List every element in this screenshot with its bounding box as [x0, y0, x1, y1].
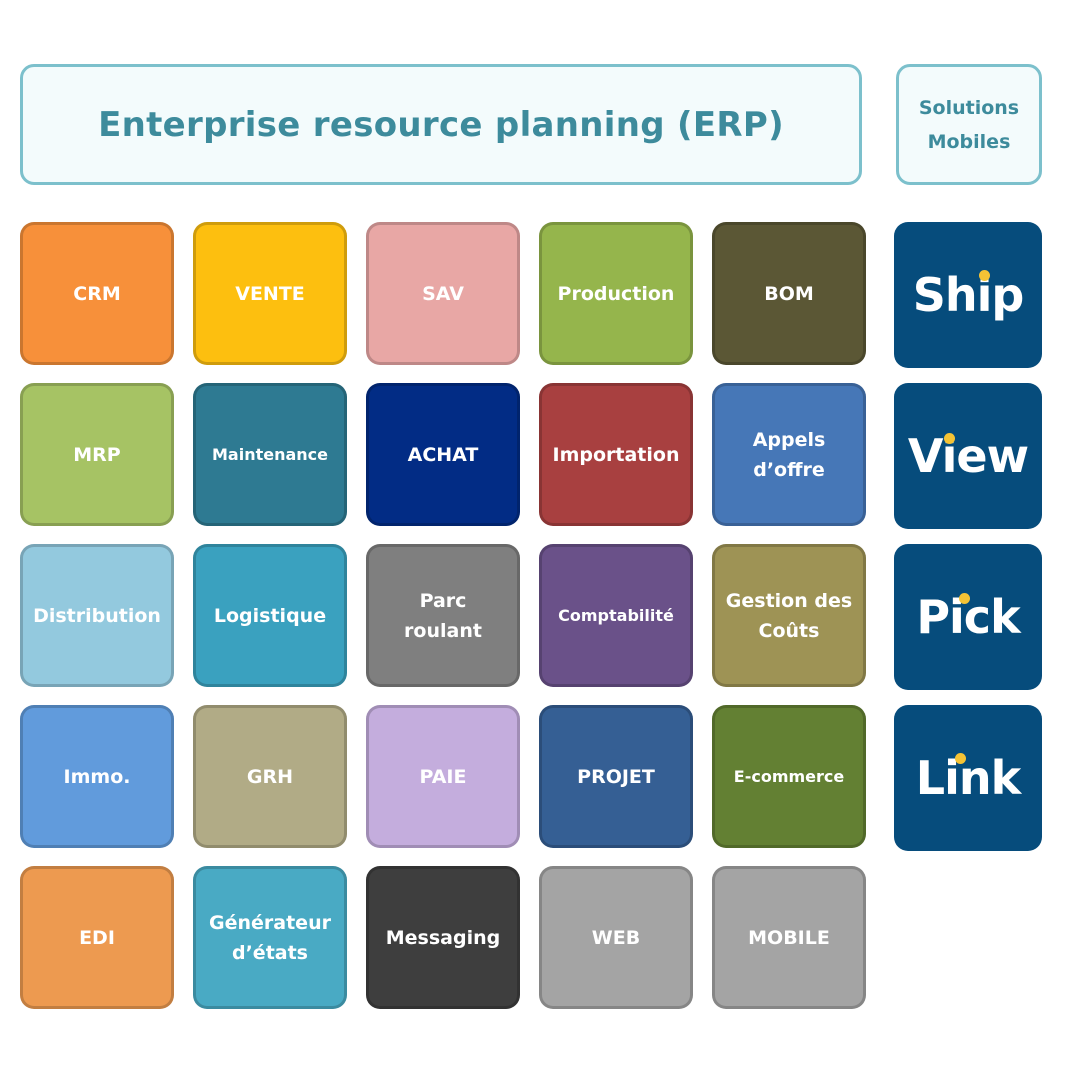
accent-dot-icon: [943, 433, 955, 444]
mobile-solutions-line2: Mobiles: [927, 130, 1011, 153]
module-tile[interactable]: E-commerce: [712, 705, 866, 848]
erp-module-grid: CRM VENTE SAV Production BOM MRP Maintenance AC…: [20, 222, 866, 1009]
module-tile[interactable]: CRM: [20, 222, 174, 365]
module-tile[interactable]: GRH: [193, 705, 347, 848]
module-label: E-commerce: [733, 766, 845, 786]
module-label: Production: [557, 282, 675, 305]
mobile-solutions-header: Solutions Mobiles: [896, 64, 1042, 185]
app-tile-link[interactable]: Link: [894, 705, 1042, 851]
module-tile[interactable]: Générateur d’états: [193, 866, 347, 1009]
module-label: Comptabilité: [558, 605, 674, 625]
app-label: Ship: [912, 268, 1025, 322]
module-tile[interactable]: BOM: [712, 222, 866, 365]
module-label: ACHAT: [407, 443, 479, 466]
module-label: SAV: [422, 282, 464, 305]
module-tile[interactable]: Maintenance: [193, 383, 347, 526]
module-label: Gestion des Coûts: [725, 589, 853, 642]
module-tile[interactable]: MOBILE: [712, 866, 866, 1009]
module-label: Parc roulant: [404, 589, 482, 642]
app-logo-text: View: [907, 429, 1029, 483]
module-tile[interactable]: SAV: [366, 222, 520, 365]
module-label: Appels d’offre: [752, 428, 826, 481]
accent-dot-icon: [959, 593, 971, 604]
module-tile[interactable]: Production: [539, 222, 693, 365]
module-tile[interactable]: Immo.: [20, 705, 174, 848]
module-label: GRH: [246, 765, 294, 788]
app-label: Link: [915, 751, 1021, 805]
accent-dot-icon: [954, 753, 966, 764]
app-logo-text: Pick: [916, 590, 1020, 644]
module-label: MOBILE: [748, 926, 830, 949]
app-logo-text: Link: [915, 751, 1021, 805]
module-tile[interactable]: PAIE: [366, 705, 520, 848]
app-label: View: [907, 429, 1029, 483]
module-tile[interactable]: VENTE: [193, 222, 347, 365]
module-tile[interactable]: EDI: [20, 866, 174, 1009]
module-label: VENTE: [235, 282, 305, 305]
module-label: Immo.: [63, 765, 131, 788]
module-label: CRM: [73, 282, 121, 305]
app-tile-pick[interactable]: Pick: [894, 544, 1042, 690]
module-tile[interactable]: Appels d’offre: [712, 383, 866, 526]
mobile-solutions-line1: Solutions: [918, 96, 1020, 119]
module-tile[interactable]: Comptabilité: [539, 544, 693, 687]
module-label: PAIE: [419, 765, 467, 788]
module-label: Maintenance: [211, 444, 328, 464]
module-label: WEB: [591, 926, 641, 949]
module-label: PROJET: [577, 765, 655, 788]
module-label: Importation: [552, 443, 680, 466]
module-tile[interactable]: Gestion des Coûts: [712, 544, 866, 687]
module-label: MRP: [73, 443, 121, 466]
erp-header: Enterprise resource planning (ERP): [20, 64, 862, 185]
module-label: Générateur d’états: [209, 911, 331, 964]
module-tile[interactable]: MRP: [20, 383, 174, 526]
module-tile[interactable]: Messaging: [366, 866, 520, 1009]
module-label: EDI: [79, 926, 115, 949]
module-tile[interactable]: Logistique: [193, 544, 347, 687]
module-tile[interactable]: Importation: [539, 383, 693, 526]
module-tile[interactable]: PROJET: [539, 705, 693, 848]
erp-title: Enterprise resource planning (ERP): [98, 104, 784, 145]
app-tile-view[interactable]: View: [894, 383, 1042, 529]
module-tile[interactable]: Distribution: [20, 544, 174, 687]
module-tile[interactable]: WEB: [539, 866, 693, 1009]
app-tile-ship[interactable]: Ship: [894, 222, 1042, 368]
module-tile[interactable]: Parc roulant: [366, 544, 520, 687]
module-label: Logistique: [213, 604, 327, 627]
module-label: Messaging: [385, 926, 501, 949]
module-label: Distribution: [33, 604, 161, 627]
app-logo-text: Ship: [912, 268, 1025, 322]
accent-dot-icon: [978, 270, 990, 281]
module-label: BOM: [764, 282, 814, 305]
module-tile[interactable]: ACHAT: [366, 383, 520, 526]
